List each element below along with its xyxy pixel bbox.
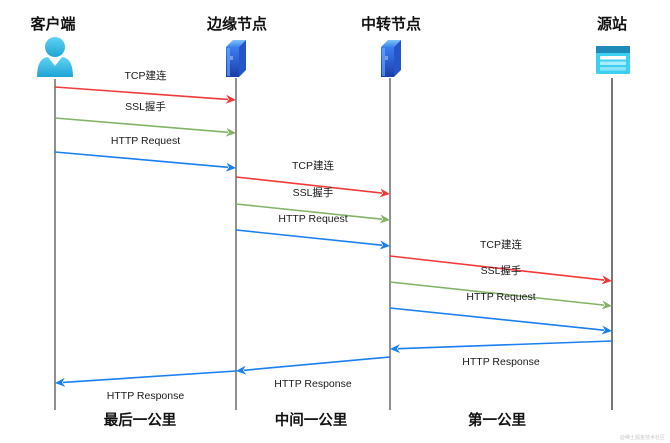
arrow-head [390,344,401,354]
arrow-head [379,214,390,224]
segment-label-middle-mile: 中间一公里 [275,411,348,429]
server-icon [226,40,246,77]
arrow-head [379,188,390,198]
server-icon [381,40,401,77]
segment-label-first-mile: 第一公里 [468,411,526,429]
message-label: TCP建连 [125,69,167,82]
message-label: TCP建连 [480,238,522,251]
message-label: SSL握手 [125,100,166,113]
message-arrow [235,229,383,246]
message-arrow [389,255,605,281]
message-http-request: HTTP Request [54,135,236,172]
message-arrow [54,86,229,101]
message-tcp: TCP建连 [54,69,236,104]
message-ssl: SSL握手 [54,100,236,137]
message-arrow [62,370,237,384]
message-label: TCP建连 [292,159,334,172]
message-arrow [235,203,383,220]
arrow-head [379,240,390,250]
message-http-response: HTTP Response [55,370,237,402]
message-arrow [389,307,605,331]
segment-label-last-mile: 最后一公里 [104,412,177,429]
arrow-head [601,300,612,310]
message-label: HTTP Request [278,213,347,225]
message-http-response: HTTP Response [236,356,391,390]
message-ssl: SSL握手 [389,264,612,310]
arrow-head [601,275,612,285]
message-arrow [235,176,383,194]
arrow-head [236,365,247,375]
message-http-request: HTTP Request [235,213,390,250]
message-layer: TCP建连 SSL握手 HTTP Request TCP建连 SSL握手 HTT… [54,69,613,402]
message-label: HTTP Request [466,291,535,303]
message-http-request: HTTP Request [389,291,612,335]
message-arrow [54,117,229,134]
website-icon [596,46,630,74]
message-arrow [54,151,229,169]
node-title-origin: 源站 [597,15,627,33]
arrow-head [601,325,612,335]
message-tcp: TCP建连 [389,238,612,285]
arrow-head [225,127,236,137]
message-arrow [397,340,613,350]
message-label: SSL握手 [481,264,522,277]
node-title-edge: 边缘节点 [206,15,267,33]
message-label: HTTP Response [274,378,352,390]
user-icon [37,37,73,77]
watermark: @稀土掘金技术社区 [620,434,665,441]
message-ssl: SSL握手 [235,186,390,224]
message-label: SSL握手 [293,186,334,199]
arrow-head [55,377,66,387]
arrow-head [225,94,236,104]
node-title-relay: 中转节点 [361,15,421,33]
node-title-client: 客户端 [29,15,75,33]
message-arrow [243,356,391,372]
message-label: HTTP Response [462,356,540,368]
message-arrow [389,281,605,306]
message-label: HTTP Request [111,135,180,147]
message-http-response: HTTP Response [390,340,613,368]
message-label: HTTP Response [107,390,185,402]
message-tcp: TCP建连 [235,159,390,198]
arrow-head [225,162,236,172]
